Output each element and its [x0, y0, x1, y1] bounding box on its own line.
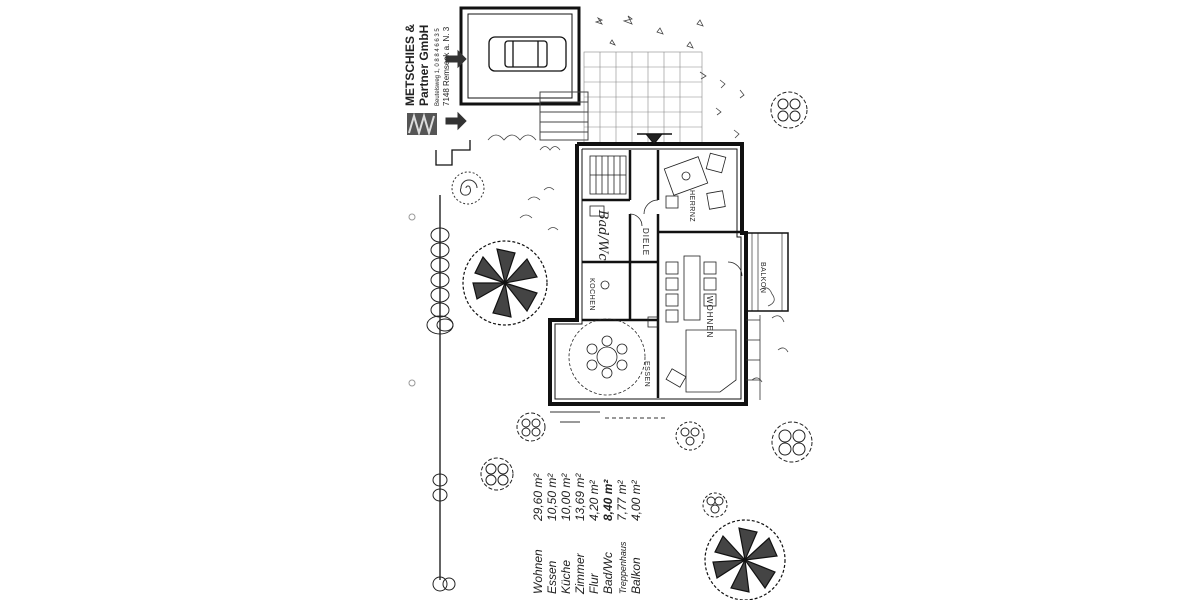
area-row-name: Zimmer: [573, 552, 587, 595]
room-label-balkon: BALKON: [759, 262, 766, 293]
area-row-value: 7,77 m²: [615, 479, 629, 521]
area-row-name: Treppenhaus: [618, 541, 628, 594]
door-swing: [727, 261, 743, 277]
pillar: [647, 316, 659, 328]
company-logo: [407, 112, 437, 137]
shrubs: [480, 91, 813, 518]
paving-grid: [583, 51, 703, 145]
punch-hole: [408, 379, 416, 387]
door-swing: [643, 199, 659, 215]
area-row-name: Bad/Wc: [601, 552, 615, 594]
garage: [459, 6, 581, 106]
scattered-plants: [487, 15, 789, 383]
bathroom-fixtures: [589, 205, 610, 290]
shrub-icon: [702, 492, 728, 518]
room-label-diele: DIELE: [641, 228, 650, 256]
area-row-value: 10,50 m²: [545, 473, 559, 521]
area-row-value: 29,60 m²: [531, 473, 545, 522]
area-row-name: Wohnen: [531, 549, 545, 594]
study-furniture: [663, 152, 727, 210]
interior-walls: [582, 150, 741, 398]
area-row-name: Flur: [587, 572, 601, 594]
room-label-kochen: KOCHEN: [588, 278, 595, 311]
punch-hole: [408, 213, 416, 221]
arrow-right-icon: [445, 49, 467, 69]
area-row-name: Küche: [559, 560, 573, 594]
shrub-icon: [480, 457, 514, 491]
dining-table: [568, 318, 646, 396]
company-address: Beutelsweg 1, 0 8 8 4 6 6 3 5: [435, 28, 441, 106]
area-row-value: 4,20 m²: [587, 479, 601, 521]
entrance-arrows: [445, 49, 467, 131]
area-row-name: Essen: [545, 560, 559, 594]
tree-icon: [462, 240, 548, 326]
shrub-icon: [771, 421, 813, 463]
arrow-right-icon: [445, 111, 467, 131]
area-row-name: Balkon: [629, 557, 643, 594]
entrance-steps: [539, 91, 589, 141]
shrub-icon: [675, 421, 705, 451]
patio-edge: [550, 411, 665, 423]
staircase: [589, 155, 627, 195]
area-row-value: 4,00 m²: [629, 479, 643, 521]
room-label-wohnen: WOHNEN: [705, 296, 714, 338]
company-name-line1: METSCHIES &: [403, 24, 417, 106]
room-label-bad: Bad/Wc: [595, 209, 610, 261]
punch-holes: [408, 213, 416, 387]
doors: [629, 199, 743, 328]
room-label-essen: ESSEN: [643, 361, 650, 387]
property-line: [435, 140, 471, 580]
company-name-line2: Partner GmbH: [417, 25, 431, 106]
spiral-plant-icon: [451, 171, 485, 205]
area-row-value: 8,40 m²: [601, 479, 615, 521]
living-furniture: [665, 255, 737, 393]
room-label-herrnz: HERRNZ: [688, 190, 695, 222]
shrub-icon: [770, 91, 808, 129]
area-row-value: 10,00 m²: [559, 473, 573, 521]
balcony: [745, 232, 789, 312]
area-table: Wohnen 29,60 m² Essen 10,50 m² Küche 10,…: [531, 473, 643, 595]
hedge-row: [426, 227, 456, 592]
house-walls: [548, 133, 748, 406]
car-icon: [488, 36, 567, 72]
shrub-icon: [516, 412, 546, 442]
company-city: 7148 Remseck a. N. 3: [442, 26, 451, 106]
door-swing: [629, 213, 643, 227]
area-row-value: 13,69 m²: [573, 473, 587, 521]
terrace-steps: [746, 315, 761, 400]
tree-icon: [704, 519, 786, 601]
